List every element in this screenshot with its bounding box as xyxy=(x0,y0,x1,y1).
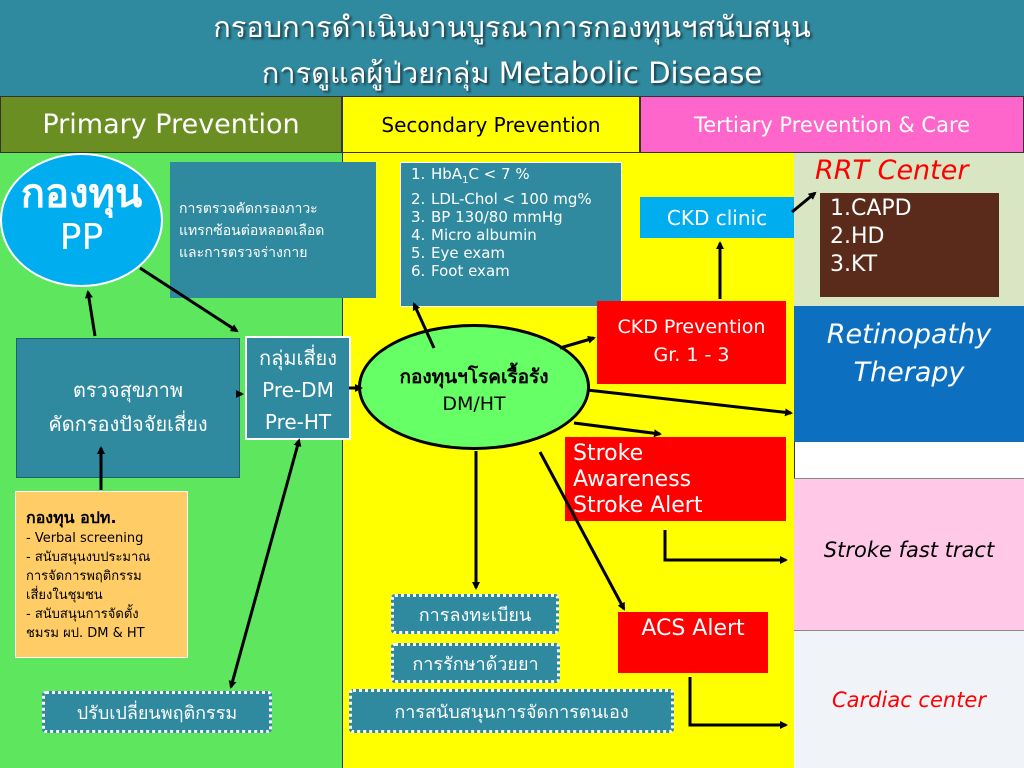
ckd-prevention-line1: CKD Prevention xyxy=(617,316,766,338)
behavior-change-box: ปรับเปลี่ยนพฤติกรรม xyxy=(42,691,272,733)
arrow-pp-to-risk xyxy=(139,266,239,333)
target-number: 1. xyxy=(411,165,426,183)
target-text: Eye exam xyxy=(431,244,505,262)
pp-fund-line1: กองทุน xyxy=(20,171,143,217)
health-screening-box: ตรวจสุขภาพ คัดกรองปัจจัยเสี่ยง xyxy=(16,338,240,478)
cardiac-center-label: Cardiac center xyxy=(832,688,986,712)
health-check-line2: คัดกรองปัจจัยเสี่ยง xyxy=(48,412,208,436)
health-check-line1: ตรวจสุขภาพ xyxy=(72,378,184,402)
treatment-targets-box: 1. HbA1C < 7 % 2. LDL-Chol < 100 mg% 3. BP … xyxy=(400,162,622,307)
local-fund-item: ชมรม ผป. DM & HT xyxy=(26,626,145,641)
target-subscript: 1 xyxy=(462,175,469,186)
target-item: 6. Foot exam xyxy=(411,262,621,280)
arrow-fund-to-ckd xyxy=(559,335,596,350)
risk-group-box: กลุ่มเสี่ยง Pre-DM Pre-HT xyxy=(245,336,351,440)
target-text: HbA xyxy=(431,165,463,183)
ckd-prevention-line2: Gr. 1 - 3 xyxy=(653,344,730,366)
primary-prevention-header: Primary Prevention xyxy=(0,96,342,153)
arrow-fund-to-acs xyxy=(538,451,626,611)
title-line-2: การดูแลผู้ป่วยกลุ่ม Metabolic Disease xyxy=(261,56,763,90)
arrow-fund-to-stroke xyxy=(573,421,662,438)
local-fund-item: - สนับสนุนการจัดตั้ง xyxy=(26,607,139,622)
retinopathy-line1: Retinopathy xyxy=(826,319,992,350)
chronic-fund-line2: DM/HT xyxy=(442,393,506,415)
complication-screening-box: การตรวจคัดกรองภาวะ แทรกซ้อนต่อหลอดเลือด … xyxy=(170,162,376,298)
local-fund-item: การจัดการพฤติกรรม xyxy=(26,569,142,584)
medication-box: การรักษาด้วยยา xyxy=(391,643,560,683)
pp-fund-line2: PP xyxy=(59,217,104,258)
cardiac-panel-bg xyxy=(794,630,1024,768)
arrow-clinic-to-rrt xyxy=(791,191,817,214)
target-item: 4. Micro albumin xyxy=(411,226,621,244)
risk-group-line3: Pre-HT xyxy=(264,410,332,434)
acs-alert-box: ACS Alert xyxy=(618,612,768,673)
rrt-list-box: 1.CAPD 2.HD 3.KT xyxy=(820,193,999,297)
stroke-fast-tract-label: Stroke fast tract xyxy=(823,538,995,562)
arrow-fund-to-targets xyxy=(412,302,436,349)
local-fund-box: กองทุน อปท. - Verbal screening - สนับสนุ… xyxy=(15,491,188,658)
target-item: 3. BP 130/80 mmHg xyxy=(411,208,621,226)
screening-line-3: และการตรวจร่างกาย xyxy=(179,245,308,261)
target-number: 5. xyxy=(411,244,426,262)
stroke-line3: Stroke Alert xyxy=(573,493,703,518)
screening-line-2: แทรกซ้อนต่อหลอดเลือด xyxy=(179,223,325,239)
local-fund-item: เสี่ยงในชุมชน xyxy=(26,588,103,603)
title-line-1: กรอบการดำเนินงานบูรณาการกองทุนฯสนับสนุน xyxy=(213,10,811,44)
local-fund-title: กองทุน อปท. xyxy=(26,508,117,527)
rrt-item: 2.HD xyxy=(830,224,885,249)
screening-line-1: การตรวจคัดกรองภาวะ xyxy=(179,201,318,217)
retinopathy-line2: Therapy xyxy=(853,357,965,388)
arrow-acs-to-cardiac xyxy=(688,677,788,729)
arrow-health-to-pp xyxy=(84,290,97,337)
stroke-panel-bg xyxy=(794,478,1024,630)
arrow-stroke-to-fast-tract xyxy=(663,530,788,564)
arrow-risk-behavior xyxy=(228,438,302,689)
risk-group-line2: Pre-DM xyxy=(262,378,334,402)
secondary-prevention-header: Secondary Prevention xyxy=(342,96,640,153)
local-fund-item: - สนับสนุนงบประมาณ xyxy=(26,550,151,565)
tertiary-prevention-header: Tertiary Prevention & Care xyxy=(640,96,1024,153)
rrt-item: 3.KT xyxy=(830,252,878,277)
ckd-clinic-box: CKD clinic xyxy=(640,197,794,238)
stroke-line2: Awareness xyxy=(573,467,692,492)
local-fund-item: - Verbal screening xyxy=(26,531,144,546)
target-text: Foot exam xyxy=(431,262,510,280)
retinopathy-therapy-label: Retinopathy Therapy xyxy=(794,316,1024,392)
target-text: Micro albumin xyxy=(431,226,537,244)
rrt-item: 1.CAPD xyxy=(830,196,912,221)
target-number: 3. xyxy=(411,208,426,226)
target-text: BP 130/80 mmHg xyxy=(431,208,563,226)
target-item: 5. Eye exam xyxy=(411,244,621,262)
self-management-support-box: การสนับสนุนการจัดการตนเอง xyxy=(349,689,674,733)
target-number: 6. xyxy=(411,262,426,280)
target-number: 4. xyxy=(411,226,426,244)
stroke-alert-box: Stroke Awareness Stroke Alert xyxy=(565,437,786,521)
target-text: C < 7 % xyxy=(468,165,530,183)
pp-fund-circle: กองทุน PP xyxy=(0,153,163,287)
rrt-center-label: RRT Center xyxy=(815,155,969,186)
stroke-line1: Stroke xyxy=(573,441,644,466)
target-item: 1. HbA1C < 7 % xyxy=(411,165,621,190)
chronic-fund-line1: กองทุนฯโรคเรื้อรัง xyxy=(399,366,549,388)
ckd-prevention-box: CKD Prevention Gr. 1 - 3 xyxy=(597,301,786,384)
target-item: 2. LDL-Chol < 100 mg% xyxy=(411,190,621,208)
retinopathy-panel xyxy=(794,306,1024,442)
risk-group-line1: กลุ่มเสี่ยง xyxy=(258,346,338,370)
target-text: LDL-Chol < 100 mg% xyxy=(431,190,592,208)
title-banner: กรอบการดำเนินงานบูรณาการกองทุนฯสนับสนุน … xyxy=(0,0,1024,96)
registration-box: การลงทะเบียน xyxy=(391,594,559,634)
target-number: 2. xyxy=(411,190,426,208)
arrow-fund-to-retina xyxy=(586,388,793,417)
